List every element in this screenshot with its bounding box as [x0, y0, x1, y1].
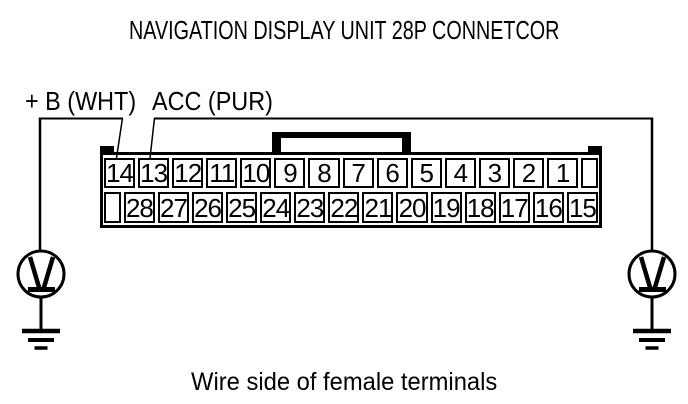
pin-cell-blank-top-right: [581, 158, 598, 188]
pin-cell-7: 7: [342, 158, 374, 188]
pin-cell-25: 25: [226, 192, 258, 223]
pin-cell-16: 16: [532, 192, 564, 223]
pin-cell-27: 27: [157, 192, 190, 223]
pin-cell-15: 15: [566, 192, 598, 223]
diagram-title-text: NAVIGATION DISPLAY UNIT 28P CONNETCOR: [128, 15, 560, 45]
pin-cell-18: 18: [464, 192, 496, 223]
pin-cell-9: 9: [274, 158, 306, 188]
wire-label-acc-text: ACC (PUR): [152, 86, 273, 116]
pin-cell-26: 26: [192, 192, 224, 223]
pin-cell-5: 5: [410, 158, 442, 188]
pin-cell-13: 13: [138, 158, 170, 188]
diagram-title: NAVIGATION DISPLAY UNIT 28P CONNETCOR: [0, 17, 688, 43]
pin-cell-14: 14: [104, 158, 136, 188]
pin-cell-23: 23: [294, 192, 326, 223]
diagram-caption-text: Wire side of female terminals: [190, 368, 498, 396]
connector-corner-notch-right: [588, 146, 602, 156]
pin-cell-17: 17: [498, 192, 530, 223]
pin-cell-21: 21: [362, 192, 394, 223]
connector-lock-tab: [272, 132, 411, 153]
diagram-caption: Wire side of female terminals: [0, 369, 688, 395]
pin-cell-6: 6: [376, 158, 408, 188]
pin-cell-11: 11: [206, 158, 238, 188]
pin-cell-blank-bottom-left: [104, 192, 121, 223]
pin-cell-12: 12: [172, 158, 204, 188]
pin-cell-24: 24: [260, 192, 292, 223]
ground-symbol-right: [629, 251, 675, 348]
wire-label-acc: ACC (PUR): [152, 88, 286, 114]
pin-cell-8: 8: [308, 158, 340, 188]
pin-cell-19: 19: [430, 192, 462, 223]
pin-cell-22: 22: [328, 192, 360, 223]
connector-corner-notch-left: [100, 146, 114, 156]
wire-label-b-plus: + B (WHT): [25, 88, 149, 114]
pin-cell-4: 4: [444, 158, 476, 188]
pin-cell-1: 1: [547, 158, 579, 188]
pin-cell-2: 2: [512, 158, 545, 188]
pin-cell-20: 20: [396, 192, 428, 223]
pin-cell-3: 3: [478, 158, 510, 188]
wire-label-b-plus-text: + B (WHT): [25, 86, 137, 116]
pin-cell-10: 10: [240, 158, 272, 188]
pin-cell-28: 28: [123, 192, 155, 223]
ground-symbol-left: [18, 251, 64, 348]
